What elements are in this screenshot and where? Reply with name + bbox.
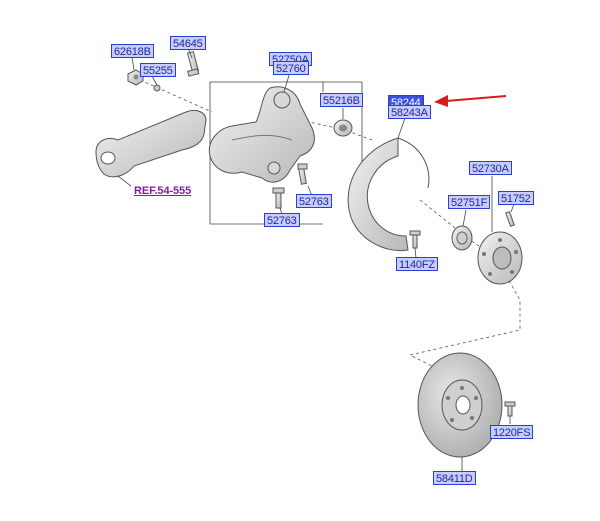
pointer-arrow-shaft — [445, 95, 507, 102]
part-label-1220FS[interactable]: 1220FS — [490, 425, 534, 439]
stud-51752 — [505, 211, 515, 227]
screw-1220FS-head — [504, 401, 516, 407]
disc-bolt-hole-1 — [460, 386, 464, 390]
part-label-54645[interactable]: 54645 — [170, 36, 206, 50]
disc-bolt-hole-4 — [450, 418, 454, 422]
screw-1220FS — [507, 405, 513, 417]
part-label-52763-lower[interactable]: 52763 — [264, 213, 300, 227]
hub-cap-52751F-face — [456, 231, 468, 245]
bolt-52763-lower — [275, 191, 282, 209]
hub-52730A-center — [492, 246, 512, 270]
leader-55255 — [151, 75, 158, 86]
bushing-55216B-core — [339, 124, 347, 132]
bolt-52763-upper-head — [297, 163, 308, 170]
part-label-52751F[interactable]: 52751F — [448, 195, 491, 209]
part-label-55216B[interactable]: 55216B — [320, 93, 363, 107]
bolt-52763-upper — [298, 167, 307, 185]
part-label-62618B[interactable]: 62618B — [111, 44, 154, 58]
part-label-52760[interactable]: 52760 — [273, 61, 309, 75]
part-label-58411D[interactable]: 58411D — [433, 471, 476, 485]
guide-line-disc — [408, 264, 521, 371]
part-label-52763-upper[interactable]: 52763 — [296, 194, 332, 208]
knuckle-rib — [231, 134, 293, 141]
knuckle-boss-top — [273, 91, 291, 109]
bolt-1140FZ — [412, 233, 418, 249]
leader-51752 — [510, 203, 515, 213]
leader-1140FZ — [414, 247, 417, 259]
trailing-arm — [95, 109, 207, 178]
hub-stud-hole-4 — [488, 272, 492, 276]
bolt-54645-head — [187, 68, 200, 77]
trailing-arm-bushing-eye — [100, 151, 116, 165]
dust-shield-rim — [397, 137, 430, 189]
ref-label-54-555[interactable]: REF.54-555 — [131, 183, 195, 197]
part-label-52730A[interactable]: 52730A — [469, 161, 512, 175]
knuckle-boss-bottom — [267, 161, 281, 175]
hub-stud-hole-2 — [514, 250, 518, 254]
bolt-52763-lower-head — [272, 187, 285, 194]
disc-bolt-hole-2 — [474, 396, 478, 400]
bolt-1140FZ-head — [409, 230, 421, 236]
hub-stud-hole-1 — [498, 238, 502, 242]
leader-52751F — [462, 209, 467, 227]
part-label-55255[interactable]: 55255 — [140, 63, 176, 77]
leader-58244 — [397, 117, 406, 139]
disc-bolt-hole-3 — [470, 416, 474, 420]
washer-55255 — [153, 84, 161, 92]
knuckle-assembly — [208, 86, 315, 183]
leader-52760 — [283, 71, 291, 93]
part-label-51752[interactable]: 51752 — [498, 191, 534, 205]
dust-shield — [347, 137, 409, 252]
part-label-58243A[interactable]: 58243A — [388, 105, 431, 119]
pointer-arrow-head — [434, 95, 448, 107]
disc-bolt-hole-5 — [446, 396, 450, 400]
brake-disc-center-bore — [455, 395, 471, 415]
hub-stud-hole-3 — [510, 270, 514, 274]
part-label-1140FZ[interactable]: 1140FZ — [396, 257, 438, 271]
guide-line-arm — [139, 79, 213, 113]
hub-stud-hole-5 — [482, 252, 486, 256]
leader-62618B — [131, 56, 135, 71]
nut-62618B-hole — [133, 74, 139, 80]
